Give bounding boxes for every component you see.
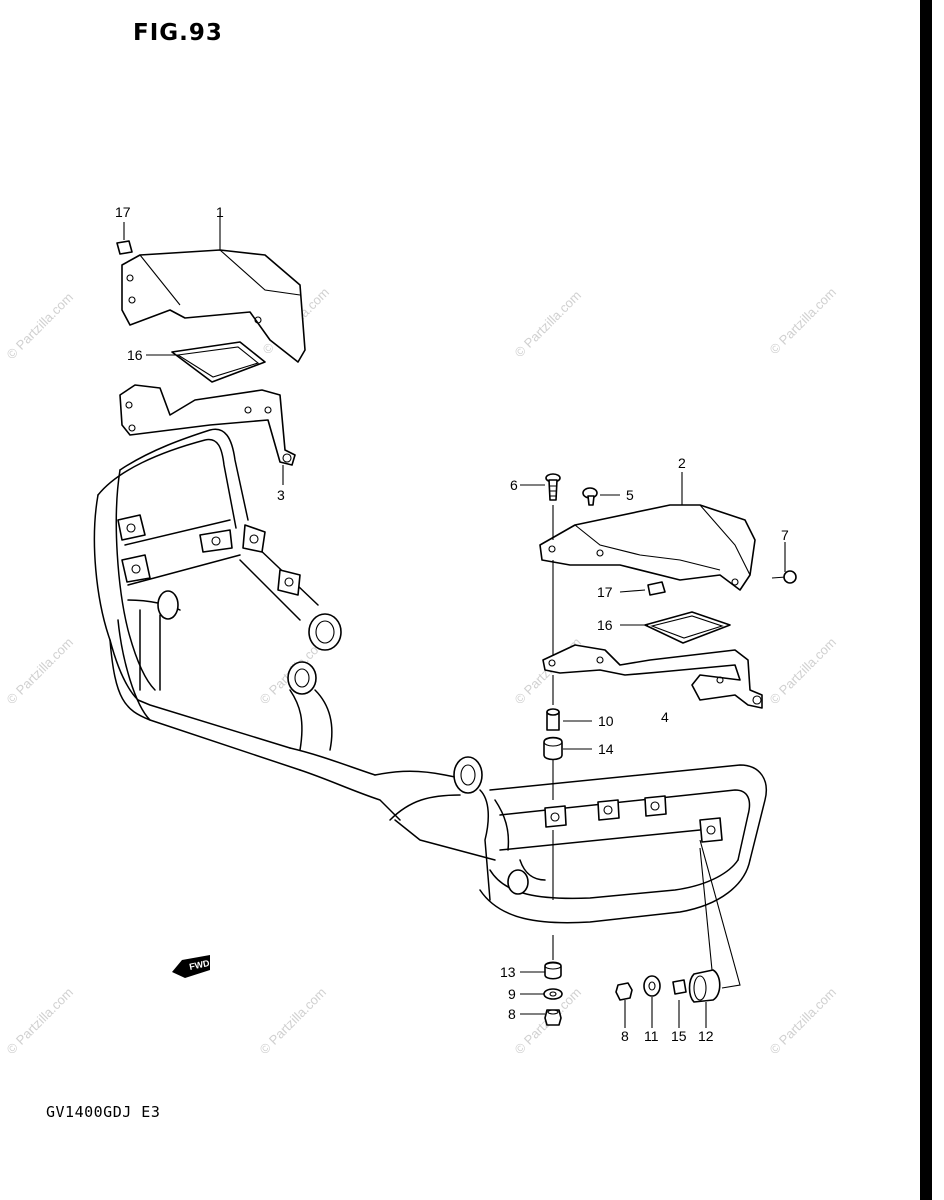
callout-10: 10 xyxy=(598,713,614,729)
part-15-collar xyxy=(672,979,687,995)
part-2-cover-right xyxy=(539,504,756,591)
callout-8-bottom: 8 xyxy=(621,1028,629,1044)
callout-11: 11 xyxy=(644,1028,659,1044)
fwd-label: FWD xyxy=(188,958,211,972)
model-code: GV1400GDJ E3 xyxy=(46,1103,161,1121)
callout-12: 12 xyxy=(698,1028,714,1044)
part-17-clip-right xyxy=(647,581,666,596)
watermark: © Partzilla.com xyxy=(767,985,840,1058)
callout-15: 15 xyxy=(671,1028,687,1044)
part-7-bolt xyxy=(771,570,797,584)
watermark: © Partzilla.com xyxy=(257,985,330,1058)
part-4-bracket-right xyxy=(542,644,763,709)
part-6-bolt xyxy=(545,473,561,501)
callout-13: 13 xyxy=(500,964,516,980)
leader-line xyxy=(699,847,713,971)
part-14-cushion xyxy=(543,736,563,761)
right-crash-bar xyxy=(374,756,767,924)
part-11-washer xyxy=(643,975,661,997)
part-9-washer xyxy=(543,988,563,1000)
fwd-direction-arrow: FWD xyxy=(172,955,211,978)
watermark: © Partzilla.com xyxy=(767,635,840,708)
callout-17-right: 17 xyxy=(597,584,613,600)
callout-leaders xyxy=(123,212,786,1028)
watermark: © Partzilla.com xyxy=(4,985,77,1058)
callout-8-left: 8 xyxy=(508,1006,516,1022)
part-3-bracket-left xyxy=(119,384,296,466)
watermark: © Partzilla.com xyxy=(4,290,77,363)
part-16-pad-left xyxy=(171,341,266,383)
part-5-screw xyxy=(582,487,598,506)
callout-7: 7 xyxy=(781,527,789,543)
callout-1: 1 xyxy=(216,204,224,220)
leader-line xyxy=(699,839,741,989)
part-8-nut-left xyxy=(544,1009,562,1026)
callout-6: 6 xyxy=(510,477,518,493)
callout-9: 9 xyxy=(508,986,516,1002)
callout-16-right: 16 xyxy=(597,617,613,633)
part-13-cushion xyxy=(544,961,562,980)
callout-2: 2 xyxy=(678,455,686,471)
callout-14: 14 xyxy=(598,741,614,757)
watermark: © Partzilla.com xyxy=(512,288,585,361)
callout-4: 4 xyxy=(661,709,669,725)
watermark: © Partzilla.com xyxy=(4,635,77,708)
callout-labels: 17 1 16 3 6 5 2 7 17 16 4 10 14 13 9 8 8… xyxy=(115,204,789,1044)
part-17-clip-top xyxy=(116,240,133,255)
part-12-cushion xyxy=(688,969,721,1003)
callout-16-top: 16 xyxy=(127,347,143,363)
callout-17-top: 17 xyxy=(115,204,131,220)
callout-5: 5 xyxy=(626,487,634,503)
part-16-pad-right xyxy=(644,611,731,644)
part-8-nut-bottom xyxy=(615,982,633,1001)
watermark: © Partzilla.com xyxy=(767,285,840,358)
page-edge-border xyxy=(920,0,932,1200)
part-10-collar xyxy=(546,708,560,731)
left-crash-bar xyxy=(93,428,401,821)
figure-title: FIG.93 xyxy=(133,20,223,46)
callout-3: 3 xyxy=(277,487,285,503)
part-1-cover-left xyxy=(121,249,306,363)
